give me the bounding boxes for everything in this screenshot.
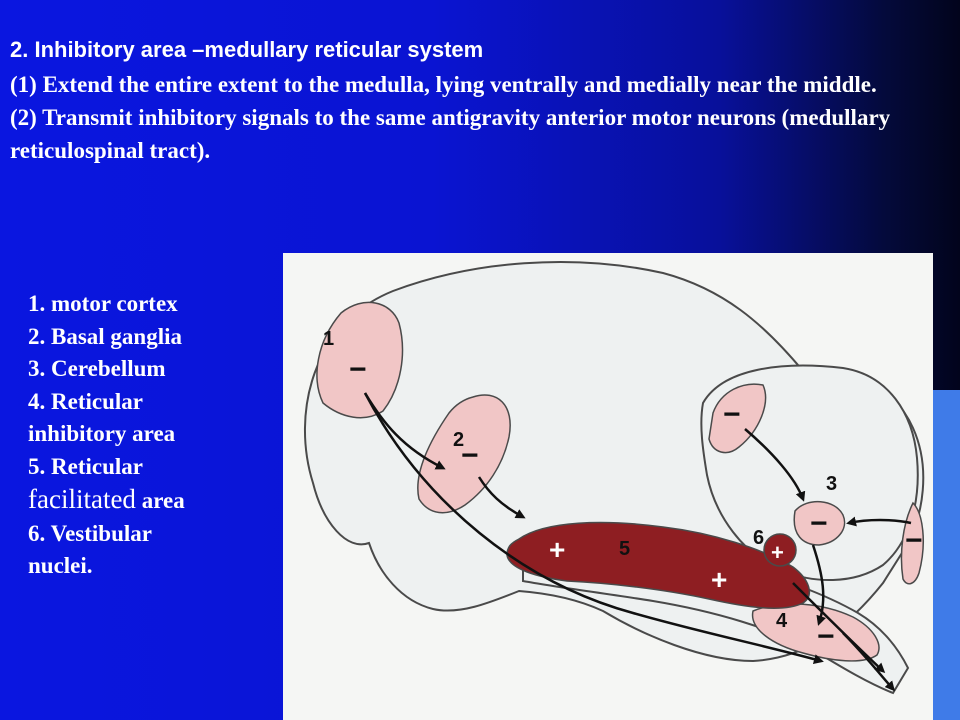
legend-area-word: area bbox=[135, 488, 185, 513]
sign-minus-motor-cortex: − bbox=[349, 353, 367, 386]
legend-reticular-facilitated-line2: facilitated area bbox=[28, 483, 278, 518]
legend-facilitated-word: facilitated bbox=[28, 484, 136, 514]
legend-reticular-inhibitory-line2: inhibitory area bbox=[28, 421, 176, 446]
brain-diagram: 1 2 3 4 5 6 − − − − − − + + + bbox=[283, 253, 933, 720]
sign-minus-basal-ganglia: − bbox=[461, 439, 479, 472]
slide-heading: 2. Inhibitory area –medullary reticular … bbox=[10, 37, 484, 62]
legend-basal-ganglia: 2. Basal ganglia bbox=[28, 323, 183, 349]
sign-plus-reticular-right: + bbox=[711, 564, 727, 595]
paragraph-extent: (1) Extend the entire extent to the medu… bbox=[10, 72, 877, 97]
slide-header: 2. Inhibitory area –medullary reticular … bbox=[10, 36, 910, 167]
arrow-basal-ganglia-to-reticular bbox=[477, 476, 526, 519]
basal-ganglia-area bbox=[417, 394, 511, 514]
label-reticular-facilitated: 5 bbox=[619, 538, 630, 560]
paragraph-transmit: (2) Transmit inhibitory signals to the s… bbox=[10, 105, 891, 163]
arrow-descending-tract-b bbox=[842, 632, 895, 692]
vestibular-nuclei bbox=[763, 533, 797, 567]
legend-vestibular-line2: nuclei. bbox=[28, 553, 93, 578]
label-motor-cortex: 1 bbox=[323, 328, 334, 350]
label-basal-ganglia: 2 bbox=[453, 429, 464, 451]
sign-minus-cerebellar-cortex: − bbox=[723, 398, 741, 431]
label-reticular-inhibitory: 4 bbox=[776, 610, 788, 632]
legend-reticular-facilitated-line1: 5. Reticular bbox=[28, 453, 143, 479]
legend-motor-cortex: 1. motor cortex bbox=[28, 291, 178, 316]
arrow-cortex-descending bbox=[363, 392, 824, 664]
motor-cortex-area bbox=[316, 301, 404, 419]
arrow-cerebellar-cortex-to-nucleus bbox=[744, 428, 806, 502]
arrow-descending-tract-a bbox=[792, 582, 886, 674]
reticular-inhibitory-area bbox=[751, 603, 880, 662]
brain-diagram-svg: 1 2 3 4 5 6 − − − − − − + + + bbox=[303, 261, 925, 695]
legend-list: 1. motor cortex 2. Basal ganglia 3. Cere… bbox=[28, 288, 278, 583]
sign-plus-vestibular: + bbox=[771, 540, 784, 565]
sign-minus-reticular-inhibitory: − bbox=[817, 620, 835, 653]
cerebellum-nucleus-area bbox=[793, 500, 846, 546]
arrow-nucleus-to-inhibitory bbox=[811, 544, 826, 626]
sign-plus-reticular-left: + bbox=[549, 534, 565, 565]
cerebellar-cortex-area bbox=[708, 383, 767, 454]
label-vestibular: 6 bbox=[753, 527, 764, 549]
reticular-facilitated-area bbox=[506, 521, 811, 609]
legend-vestibular-line1: 6. Vestibular bbox=[28, 520, 152, 546]
label-cerebellum: 3 bbox=[826, 473, 837, 495]
sign-minus-cerebellum-nucleus: − bbox=[810, 507, 828, 540]
sign-minus-spinal-edge: − bbox=[905, 524, 923, 557]
arrow-spinal-to-nucleus bbox=[846, 516, 912, 527]
legend-reticular-inhibitory-line1: 4. Reticular bbox=[28, 388, 143, 414]
accent-bar bbox=[928, 390, 960, 720]
legend-cerebellum: 3. Cerebellum bbox=[28, 356, 166, 381]
